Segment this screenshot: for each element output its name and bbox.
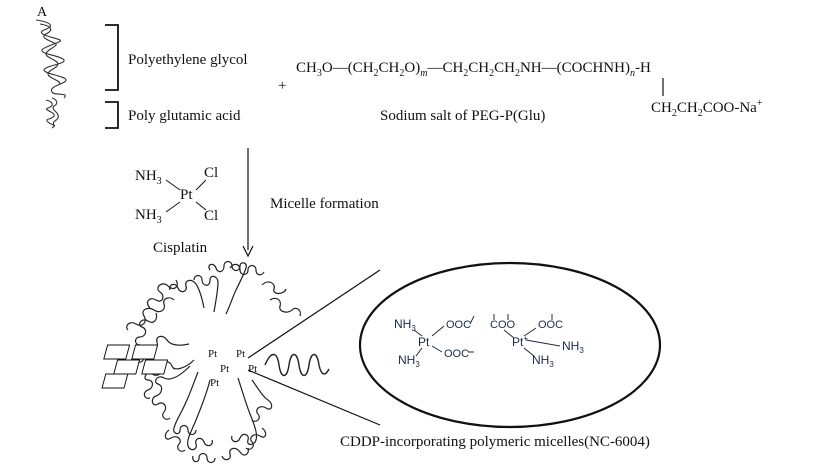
svg-text:OOC: OOC [538, 319, 563, 331]
pglu-chain-icon [45, 97, 59, 129]
svg-text:Pt+: Pt+ [512, 334, 528, 349]
svg-text:COO: COO [490, 319, 516, 331]
svg-text:NH3: NH3 [135, 168, 162, 187]
peg-label: Polyethylene glycol [128, 52, 248, 68]
zoom-left-complex: NH3 Pt NH3 OOC OOC [394, 315, 475, 369]
plus-sign: + [278, 78, 286, 94]
svg-text:Pt: Pt [180, 187, 193, 203]
core-pt-2: Pt [236, 348, 245, 360]
peg-chain-icon [35, 19, 67, 99]
core-pt-3: Pt [220, 363, 229, 375]
core-pt-5: Pt [210, 377, 219, 389]
svg-text:OOC: OOC [444, 348, 469, 360]
svg-text:Cl: Cl [204, 165, 218, 181]
svg-text:Cl: Cl [204, 208, 218, 224]
svg-text:NH3: NH3 [135, 207, 162, 226]
side-chain-formula: CH2CH2COO-Na+ [651, 98, 763, 119]
pglu-bracket [105, 101, 119, 129]
peg-bracket [105, 24, 119, 91]
core-pt-1: Pt [208, 348, 217, 360]
peg-pglu-formula: CH3O—(CH2CH2O)m—CH2CH2CH2NH—(COCHNH)n-H [296, 60, 651, 79]
extended-peg-chain [264, 353, 330, 377]
zoom-line-bottom [247, 369, 381, 426]
pglu-label: Poly glutamic acid [128, 108, 241, 124]
svg-text:NH3: NH3 [562, 339, 584, 355]
zoom-line-top [247, 269, 381, 359]
cisplatin-label: Cisplatin [153, 240, 208, 256]
micelle-formation-label: Micelle formation [270, 196, 379, 212]
svg-text:OOC: OOC [446, 319, 471, 331]
reaction-arrowhead [242, 245, 254, 258]
panel-label: A [37, 5, 48, 20]
cisplatin-structure: NH3 NH3 Pt Cl Cl [135, 165, 218, 226]
svg-text:NH3: NH3 [532, 353, 554, 369]
svg-text:Pt: Pt [418, 335, 430, 349]
svg-text:NH3: NH3 [398, 353, 420, 369]
zoom-right-complex: COO Pt+ OOC NH3 NH3 [490, 314, 584, 369]
core-pt-4: Pt [248, 363, 257, 375]
svg-text:NH3: NH3 [394, 317, 416, 333]
formula-caption: Sodium salt of PEG-P(Glu) [380, 108, 545, 124]
micelle-core: Pt Pt Pt Pt Pt [101, 344, 257, 389]
zoom-ellipse [358, 261, 662, 429]
product-label: CDDP-incorporating polymeric micelles(NC… [340, 434, 650, 450]
